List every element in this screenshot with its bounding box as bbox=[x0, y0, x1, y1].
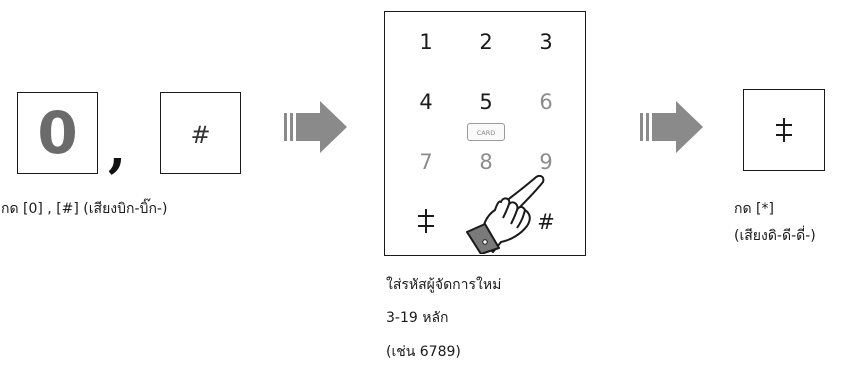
keypad-key-5[interactable]: 5 bbox=[479, 90, 493, 114]
keypad-key-1[interactable]: 1 bbox=[419, 30, 433, 54]
key-star-box: * bbox=[743, 89, 825, 171]
step3-caption-line1: กด [*] bbox=[734, 201, 774, 217]
keypad-key-hash[interactable]: # bbox=[537, 210, 555, 234]
step3-caption-line2: (เสียงดิ-ดี-ดี่-) bbox=[734, 228, 816, 244]
step1-caption: กด [0] , [#] (เสียงบิก-บิ๊ก-) bbox=[1, 201, 168, 217]
comma-separator: , bbox=[108, 118, 127, 179]
right-arrow-icon bbox=[284, 101, 347, 153]
key-hash-box: # bbox=[160, 92, 241, 174]
keypad-key-6[interactable]: 6 bbox=[539, 90, 553, 114]
key-zero-label: 0 bbox=[37, 99, 78, 167]
keypad-key-4[interactable]: 4 bbox=[419, 90, 433, 114]
keypad-caption-line1: ใส่รหัสผู้จัดการใหม่ bbox=[386, 277, 502, 293]
keypad-panel: 1 2 3 4 5 6 CARD 7 8 9 # bbox=[384, 11, 586, 256]
card-reader-badge: CARD bbox=[467, 123, 505, 141]
keypad-key-3[interactable]: 3 bbox=[539, 30, 553, 54]
keypad-key-9[interactable]: 9 bbox=[539, 150, 553, 174]
star-key-icon bbox=[776, 118, 792, 142]
key-hash-label: # bbox=[190, 121, 211, 149]
key-zero-box: 0 bbox=[17, 92, 98, 174]
keypad-caption-line2: 3-19 หลัก bbox=[386, 310, 449, 326]
keypad-star-key-icon[interactable] bbox=[415, 208, 437, 234]
right-arrow-icon bbox=[640, 101, 703, 153]
keypad-key-2[interactable]: 2 bbox=[479, 30, 493, 54]
keypad-caption-line3: (เช่น 6789) bbox=[386, 344, 461, 360]
pointing-hand-icon bbox=[466, 174, 545, 254]
keypad-key-7[interactable]: 7 bbox=[419, 150, 433, 174]
keypad-key-8[interactable]: 8 bbox=[479, 150, 493, 174]
